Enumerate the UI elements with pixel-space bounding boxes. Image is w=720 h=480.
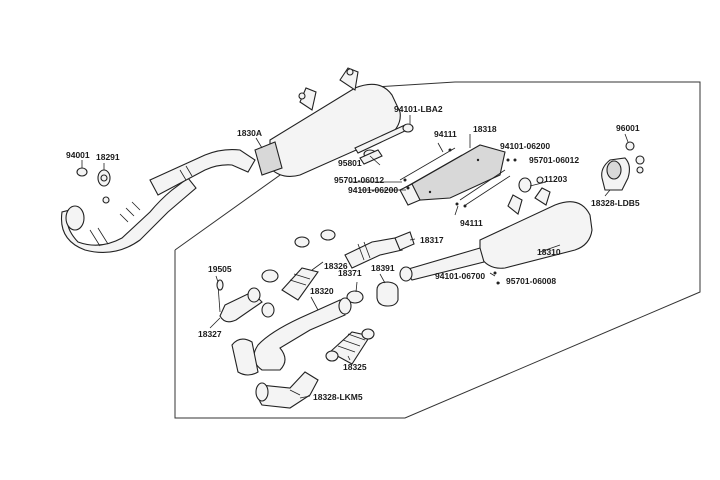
label-18391: 18391: [371, 263, 395, 273]
label-94001: 94001: [66, 150, 90, 160]
heat-shield-18318: [399, 144, 506, 206]
label-18310: 18310: [537, 247, 561, 257]
bolts-94111: [399, 147, 463, 189]
label-18325: 18325: [343, 362, 367, 372]
label-95701-06008: 95701-06008: [506, 276, 556, 286]
label-18327: 18327: [198, 329, 222, 339]
label-18328-lkm5: 18328-LKM5: [313, 392, 363, 402]
label-11203: 11203: [544, 174, 567, 184]
label-95701-06012-a: 95701-06012: [529, 155, 579, 165]
label-18326: 18326: [324, 261, 348, 271]
nut-94001: [76, 167, 88, 177]
label-19505: 19505: [208, 264, 232, 274]
label-94101-06200-b: 94101-06200: [348, 185, 398, 195]
pipe-18326: [261, 267, 319, 301]
label-18318: 18318: [473, 124, 497, 134]
label-18328-ldb5: 18328-LDB5: [591, 198, 640, 208]
label-94111-top: 94111: [434, 129, 457, 139]
label-94101-06700: 94101-06700: [435, 271, 485, 281]
header-18317: [294, 229, 415, 269]
label-94101-lba2: 94101-LBA2: [394, 104, 443, 114]
label-1830a: 1830A: [237, 128, 262, 138]
label-95801: 95801: [338, 158, 362, 168]
muffler-upper: [254, 67, 401, 177]
end-cap-18328-ldb5: [601, 141, 645, 191]
header-pipe-1830a: [60, 149, 256, 253]
label-94101-06200-a: 94101-06200: [500, 141, 550, 151]
sleeve-18391: [376, 281, 399, 307]
pipe-18328-lkm5: [255, 371, 319, 409]
label-18320: 18320: [310, 286, 334, 296]
label-18371: 18371: [338, 268, 362, 278]
label-96001: 96001: [616, 123, 640, 133]
label-95701-06012-b: 95701-06012: [334, 175, 384, 185]
label-18317: 18317: [420, 235, 444, 245]
clamp-18371: [346, 290, 364, 304]
label-94111-bottom: 94111: [460, 218, 483, 228]
pipe-18320: [231, 297, 352, 376]
catalyst-18325: [325, 328, 375, 365]
label-18291: 18291: [96, 152, 120, 162]
muffler-18310: [399, 187, 593, 285]
clamp-11203: [518, 177, 532, 193]
pipe-18327: [216, 279, 275, 323]
